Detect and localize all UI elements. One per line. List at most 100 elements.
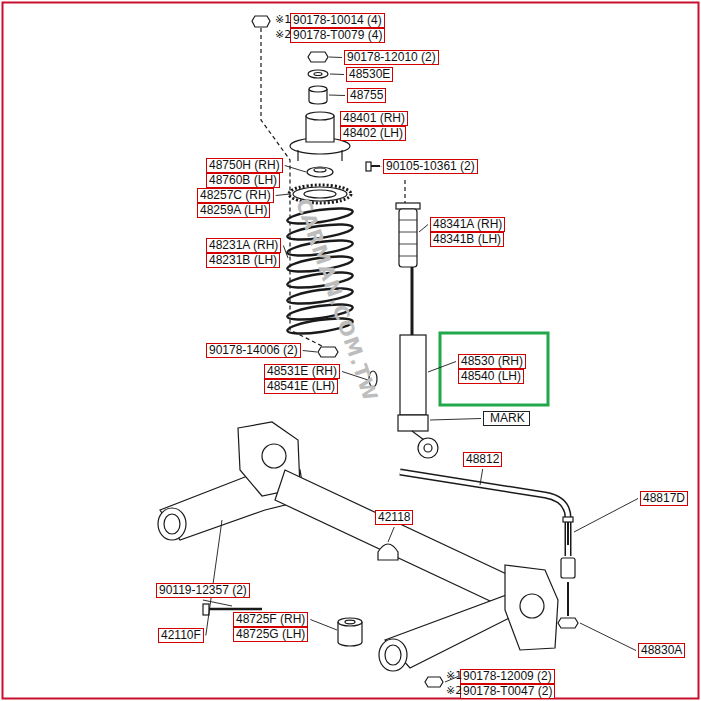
- leader-line: [428, 362, 456, 373]
- highlight-frame: [440, 333, 548, 405]
- part-number: 48750H (RH): [209, 158, 280, 172]
- part-number-box: 90178-10014 (4): [290, 13, 385, 28]
- footnote-mark: ※2: [446, 684, 462, 697]
- watermark: CARMAN.COM.TW: [291, 195, 383, 404]
- leader-line: [310, 620, 337, 631]
- part-number-box: 48530E: [346, 67, 393, 82]
- part-number: 90178-10014 (4): [293, 13, 382, 27]
- footnote-mark: ※1: [446, 669, 462, 682]
- part-number: 90178-T0047 (2): [463, 684, 552, 698]
- part-number: 42110F: [161, 628, 201, 642]
- cross-beam: [275, 470, 530, 615]
- part-number-box: 90178-12009 (2): [460, 669, 555, 684]
- mount-stud: [297, 150, 298, 161]
- part-number: 48817D: [643, 491, 685, 505]
- part-number: 48259A (LH): [200, 203, 267, 217]
- part-number-box: 90119-12357 (2): [156, 583, 250, 598]
- dashed-line: [404, 180, 405, 203]
- part-number: 42118: [378, 510, 410, 524]
- part-number-box: 90178-12010 (2): [344, 50, 439, 65]
- part-number-box: 48530 (RH): [458, 354, 526, 369]
- arm-eye-hole: [164, 514, 180, 534]
- part-number-box: 48531E (RH): [264, 364, 340, 379]
- boot-top: [396, 203, 420, 209]
- picture-frame: [3, 3, 699, 699]
- part-number-box: 48812: [463, 452, 502, 467]
- bolt-shank: [209, 608, 262, 611]
- arm-bushing-hole: [345, 620, 355, 624]
- nut: [425, 677, 443, 687]
- leader-line: [329, 95, 345, 97]
- bearing-hub: [314, 168, 326, 172]
- part-number-box: 48540 (LH): [458, 369, 524, 384]
- bolt-head: [203, 604, 209, 615]
- shock-body: [400, 335, 426, 415]
- shock-collar: [398, 415, 428, 431]
- nut: [318, 347, 338, 357]
- shock-eye-hole: [424, 444, 432, 452]
- leader-line: [329, 57, 342, 59]
- part-number: 48812: [466, 452, 499, 466]
- part-number-box: 42110F: [158, 628, 204, 643]
- part-number: 48540 (LH): [461, 369, 521, 383]
- part-number: 90178-T0079 (4): [293, 28, 382, 42]
- leader-line: [330, 74, 344, 76]
- part-number-box: 48402 (LH): [340, 126, 406, 141]
- part-number: 90119-12357 (2): [159, 583, 247, 597]
- leader-line: [480, 469, 483, 485]
- stabilizer-bar: [400, 472, 568, 556]
- bump-boot: [399, 209, 417, 267]
- footnote-mark: ※2: [275, 28, 291, 41]
- part-number-box: 48725G (LH): [233, 627, 308, 642]
- mount-stud: [341, 150, 342, 161]
- part-number: 90105-10361 (2): [386, 159, 475, 173]
- part-number-box: 90178-T0079 (4): [290, 28, 385, 43]
- part-number-box: 48341A (RH): [430, 217, 505, 232]
- stabilizer-bushing: [561, 558, 575, 578]
- part-number: 48760B (LH): [209, 173, 277, 187]
- leader-line: [303, 351, 317, 353]
- part-number: 48401 (RH): [343, 111, 405, 125]
- bolt-head: [366, 162, 371, 171]
- bushing-top: [309, 86, 327, 92]
- part-number-box: 48231A (RH): [206, 238, 281, 253]
- washer-hole: [314, 73, 322, 76]
- arm-eye-hole: [385, 645, 401, 665]
- leader-line: [285, 166, 306, 173]
- part-number: 48755: [350, 88, 383, 102]
- part-number: 48402 (LH): [343, 126, 403, 140]
- leader-line: [388, 527, 394, 542]
- part-number-box: 48541E (LH): [264, 379, 338, 394]
- leader-line: [580, 623, 636, 651]
- mark-tag: MARK: [483, 411, 530, 426]
- stabilizer-clamp: [378, 544, 398, 560]
- part-number: 48530E: [349, 67, 390, 81]
- part-number-box: 48257C (RH): [197, 188, 274, 203]
- part-number: 48530 (RH): [461, 354, 523, 368]
- shock-eye: [418, 438, 438, 458]
- arm-eye: [158, 508, 186, 540]
- nut: [308, 52, 328, 62]
- part-number: MARK: [490, 411, 525, 425]
- arm-eye: [379, 639, 407, 671]
- leader-line: [419, 225, 428, 233]
- part-number-box: 48341B (LH): [430, 232, 504, 247]
- part-number-box: 48830A: [638, 643, 685, 658]
- bolt-shank: [567, 582, 569, 616]
- part-number: 48531E (RH): [267, 364, 337, 378]
- bolt-shank: [371, 165, 380, 167]
- hub-bracket: [505, 565, 558, 650]
- arm-bushing-top: [338, 618, 362, 626]
- mount-top: [306, 112, 334, 120]
- part-number: 90178-12009 (2): [463, 669, 552, 683]
- piston-rod: [411, 267, 414, 335]
- leader-line: [276, 194, 290, 196]
- leader-line: [381, 166, 382, 168]
- part-number-box: 48755: [347, 88, 386, 103]
- leader-line: [430, 419, 481, 421]
- footnote-mark: ※1: [275, 13, 291, 26]
- hub-hole: [262, 444, 286, 468]
- part-number: 48341A (RH): [433, 217, 502, 231]
